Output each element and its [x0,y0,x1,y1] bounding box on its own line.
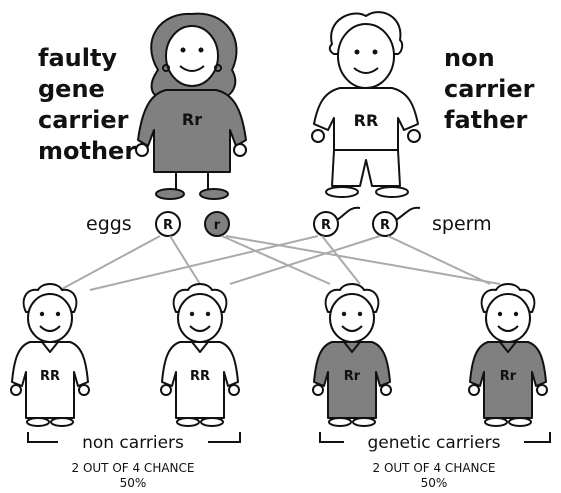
genetic-carriers-label: genetic carriers [367,433,500,453]
father-label: non carrier father [444,44,535,134]
father-figure: RR [312,12,420,197]
mother-label-line-1: faulty [38,44,117,72]
egg-R-allele: R [163,218,173,233]
group-non-carriers: non carriers 2 OUT OF 4 CHANCE 50% [28,432,240,490]
non-carriers-percent: 50% [120,476,147,490]
group-genetic-carriers: genetic carriers 2 OUT OF 4 CHANCE 50% [320,432,550,490]
non-carriers-label: non carriers [82,433,184,453]
mother-genotype: Rr [182,110,202,129]
father-label-line-2: carrier [444,75,535,103]
child-2: RR [161,284,239,426]
children-row: RR RR Rr Rr [11,284,547,426]
father-label-line-3: father [444,106,527,134]
non-carriers-chance: 2 OUT OF 4 CHANCE [72,461,195,475]
child-3: Rr [313,284,391,426]
child-1: RR [11,284,89,426]
egg-r: r [205,212,229,236]
child-3-genotype: Rr [344,369,361,384]
mother-label-line-2: gene [38,75,105,103]
child-2-genotype: RR [190,369,210,384]
mother-figure: Rr [136,14,246,199]
mother-dress [138,90,246,172]
child-4: Rr [469,284,547,426]
sperm-1-allele: R [321,218,331,233]
sperm-2: R [373,208,420,236]
sperm-1: R [314,208,360,236]
genetic-carriers-percent: 50% [421,476,448,490]
child-1-genotype: RR [40,369,60,384]
cross-lines [60,236,500,290]
mother-label-line-4: mother [38,137,136,165]
mother-label: faulty gene carrier mother [38,44,136,165]
child-4-genotype: Rr [500,369,517,384]
father-genotype: RR [354,111,379,130]
egg-r-allele: r [214,218,221,233]
father-label-line-1: non [444,44,495,72]
mother-label-line-3: carrier [38,106,129,134]
genetic-carriers-chance: 2 OUT OF 4 CHANCE [373,461,496,475]
sperm-2-allele: R [380,218,390,233]
eggs-label: eggs [86,213,132,235]
egg-R: R [156,212,180,236]
sperm-label: sperm [432,213,492,235]
